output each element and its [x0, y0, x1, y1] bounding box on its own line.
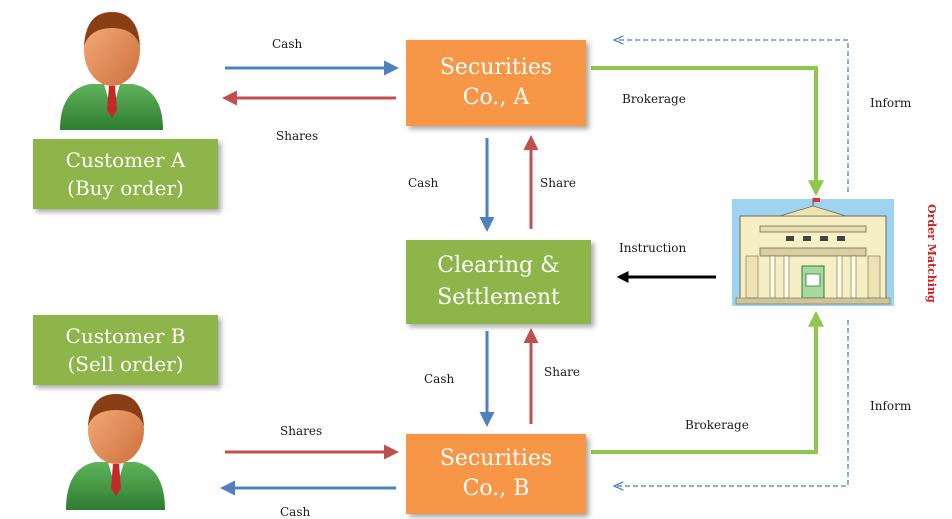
securities-co-b-box: Securities Co., B: [406, 434, 586, 514]
inform-label-top: Inform: [870, 96, 912, 110]
customer-a-box: Customer A (Buy order): [33, 139, 218, 209]
cash-label-bottom: Cash: [280, 505, 311, 519]
customer-b-line1: Customer B: [65, 324, 186, 348]
customer-a-line1: Customer A: [65, 148, 186, 172]
customer-b-line2: (Sell order): [67, 352, 184, 376]
person-icon: [60, 12, 163, 130]
customer-b-box: Customer B (Sell order): [33, 315, 218, 385]
securities-co-b-line2: Co., B: [462, 476, 530, 501]
stock-exchange-building-icon: [732, 198, 894, 306]
brokerage-label-a: Brokerage: [622, 92, 686, 106]
customer-a-line2: (Buy order): [67, 176, 184, 200]
instruction-label: Instruction: [619, 241, 687, 255]
brokerage-label-b: Brokerage: [685, 418, 749, 432]
securities-co-b-line1: Securities: [439, 446, 553, 471]
cash-label-mid-b: Cash: [424, 372, 455, 386]
person-icon: [66, 394, 165, 510]
clearing-line1: Clearing &: [437, 253, 560, 278]
inform-label-bottom: Inform: [870, 399, 912, 413]
order-matching-label: Order Matching: [925, 204, 938, 303]
securities-co-a-line1: Securities: [439, 55, 553, 80]
cash-label-top: Cash: [272, 37, 303, 51]
securities-co-a-box: Securities Co., A: [406, 40, 586, 126]
shares-label-top: Shares: [276, 129, 319, 143]
cash-label-mid-a: Cash: [408, 176, 439, 190]
shares-label-bottom: Shares: [280, 424, 323, 438]
clearing-settlement-box: Clearing & Settlement: [406, 240, 591, 324]
clearing-line2: Settlement: [437, 285, 560, 310]
securities-co-a-line2: Co., A: [462, 85, 530, 110]
share-label-mid-a: Share: [540, 176, 576, 190]
share-label-mid-b: Share: [544, 365, 580, 379]
